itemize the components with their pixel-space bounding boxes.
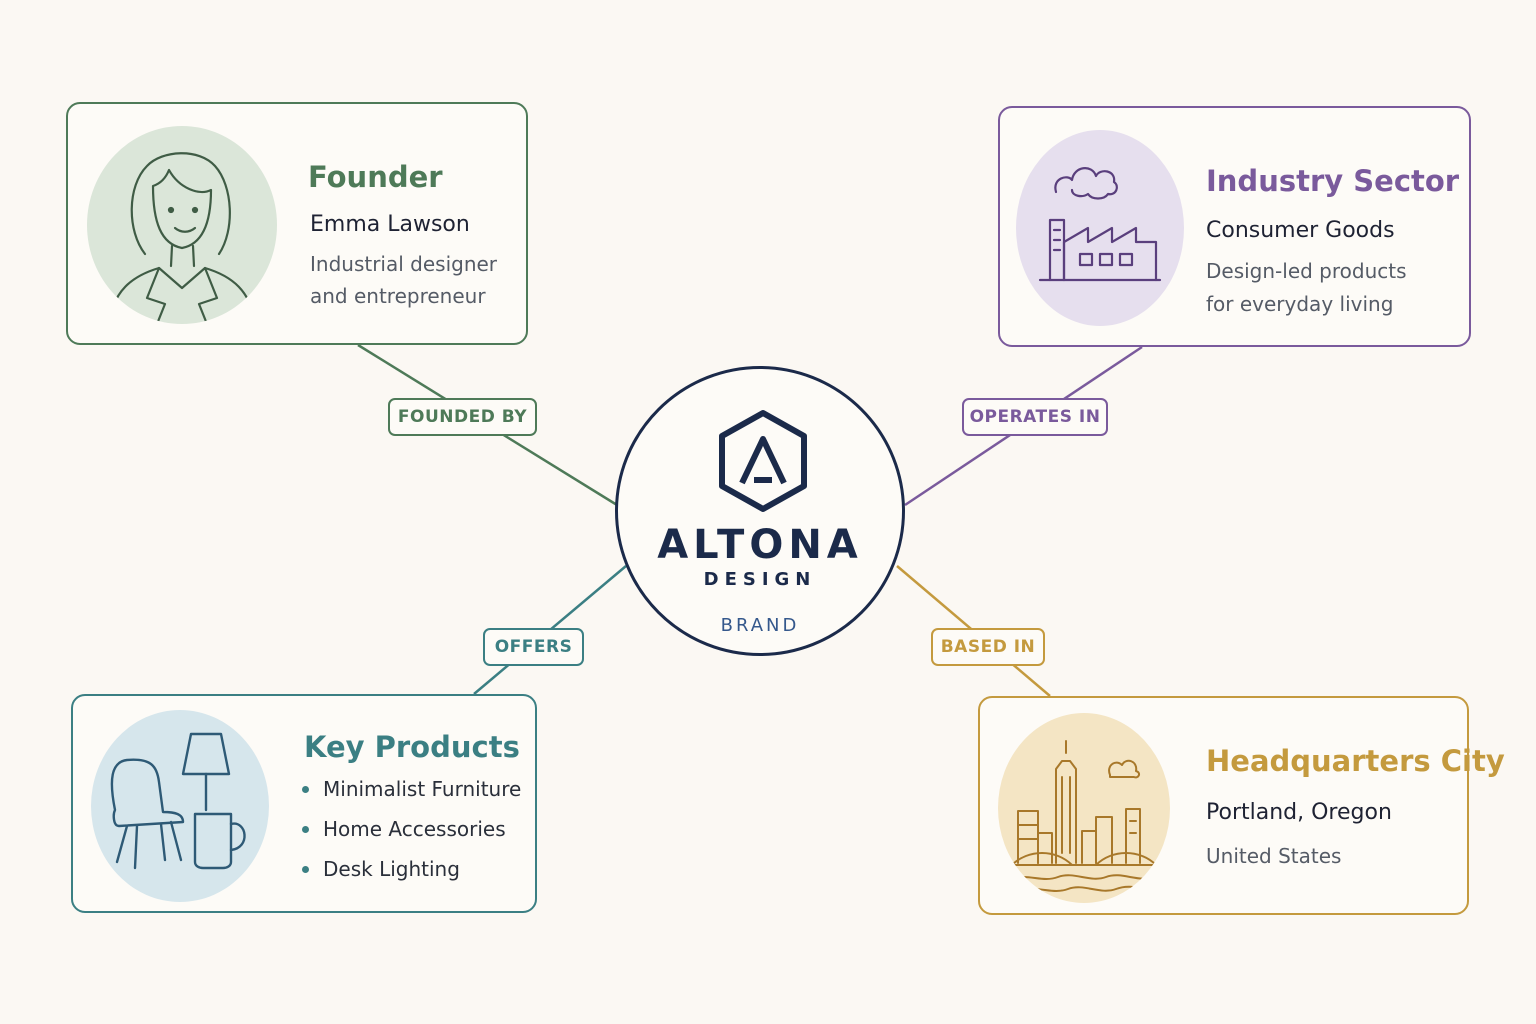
industry-desc-line1: Design-led products xyxy=(1206,259,1407,283)
chair-lamp-mug-icon xyxy=(91,710,269,902)
headquarters-desc: United States xyxy=(1206,844,1342,868)
products-list: Minimalist Furniture Home Accessories De… xyxy=(301,774,521,894)
products-title: Key Products xyxy=(304,730,520,764)
label-based-in: BASED IN xyxy=(931,628,1045,666)
industry-name: Consumer Goods xyxy=(1206,218,1395,243)
products-card[interactable]: Key Products Minimalist Furniture Home A… xyxy=(71,694,537,913)
brand-name: ALTONA xyxy=(657,522,863,568)
brand-hub[interactable]: ALTONA DESIGN BRAND xyxy=(615,366,905,656)
woman-portrait-icon xyxy=(87,126,277,324)
headquarters-card[interactable]: Headquarters City Portland, Oregon Unite… xyxy=(978,696,1505,915)
founder-desc-line1: Industrial designer xyxy=(310,252,498,276)
list-item: Minimalist Furniture xyxy=(301,774,521,814)
hexagon-a-logo xyxy=(719,410,807,512)
entity-type: BRAND xyxy=(720,615,800,636)
brand-subtitle: DESIGN xyxy=(703,569,817,590)
founder-name: Emma Lawson xyxy=(310,212,470,237)
label-offers: OFFERS xyxy=(483,628,584,666)
founder-title: Founder xyxy=(308,160,443,194)
list-item: Desk Lighting xyxy=(301,854,521,894)
headquarters-name: Portland, Oregon xyxy=(1206,800,1392,825)
industry-desc-line2: for everyday living xyxy=(1206,292,1394,316)
industry-card[interactable]: Industry Sector Consumer Goods Design-le… xyxy=(998,106,1471,347)
label-founded-by: FOUNDED BY xyxy=(388,398,537,436)
industry-title: Industry Sector xyxy=(1206,164,1460,198)
factory-icon xyxy=(1016,130,1184,326)
list-item: Home Accessories xyxy=(301,814,521,854)
headquarters-title: Headquarters City xyxy=(1206,744,1505,778)
founder-card[interactable]: Founder Emma Lawson Industrial designer … xyxy=(66,102,528,345)
founder-desc-line2: and entrepreneur xyxy=(310,284,486,308)
city-skyline-icon xyxy=(998,713,1170,903)
label-operates-in: OPERATES IN xyxy=(962,398,1108,436)
